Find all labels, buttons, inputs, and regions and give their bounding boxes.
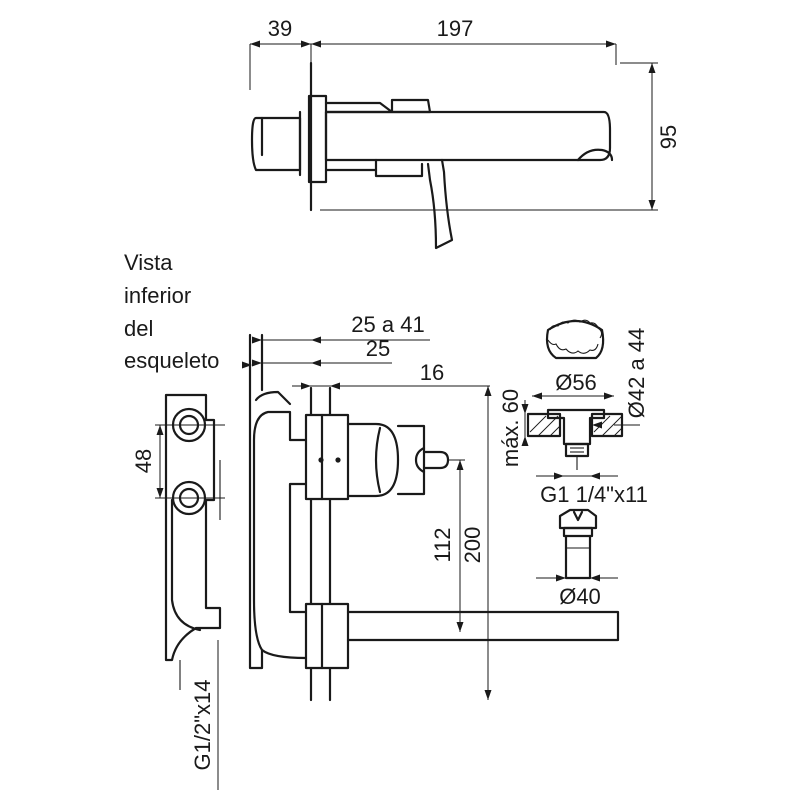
dim-label-25: 25 — [366, 336, 390, 361]
drain-flange — [546, 408, 606, 446]
arrow-head — [556, 574, 566, 582]
dim-label-dia42-44: Ø42 a 44 — [624, 328, 649, 419]
arrow-head — [606, 40, 616, 48]
lever-curve — [374, 426, 382, 494]
dim-label-197: 197 — [437, 16, 474, 41]
lever-tip-side — [422, 450, 450, 470]
drain-detail: Ø56 Ø42 a 44 máx. 60 G1 1/4"x11 — [498, 319, 649, 609]
drain-cap — [545, 319, 605, 360]
dim-label-48: 48 — [131, 449, 156, 473]
lever-body-top — [374, 158, 424, 178]
note-line: inferior — [124, 283, 191, 308]
spout-side — [346, 610, 620, 642]
side-section-view: 25 a 41 25 16 112 200 — [248, 312, 620, 702]
dim-label-112: 112 — [430, 527, 455, 562]
arrow-head — [521, 404, 529, 414]
arrow-head — [604, 392, 614, 400]
arrow-head — [242, 361, 252, 369]
lever-handle-top — [426, 158, 454, 250]
arrow-head — [456, 460, 464, 470]
arrow-head — [484, 386, 492, 396]
valve-ring — [562, 526, 594, 538]
skeleton-bottom-view: 48 G1/2"x14 — [131, 393, 225, 790]
arrow-head — [456, 622, 464, 632]
dim-label-95: 95 — [656, 125, 681, 149]
dim-label-16: 16 — [420, 360, 444, 385]
arrow-head — [554, 472, 564, 480]
view-note: Vista inferior del esqueleto — [124, 250, 219, 373]
arrow-head — [592, 421, 602, 429]
lever-body-side — [346, 422, 400, 498]
arrow-head — [311, 40, 321, 48]
drain-cap-texture — [549, 319, 603, 339]
lever-tip-detail — [414, 446, 426, 474]
wall-box-inner — [288, 482, 308, 614]
arrow-head — [252, 336, 262, 344]
wall-box-bottom — [260, 648, 308, 660]
wall-box-top-detail — [254, 390, 292, 406]
arrow-head — [521, 436, 529, 446]
dim-label-39: 39 — [268, 16, 292, 41]
arrow-head — [330, 382, 340, 390]
note-line: del — [124, 316, 153, 341]
arrow-head — [484, 690, 492, 700]
screw-dot — [318, 457, 324, 463]
arrow-head — [648, 200, 656, 210]
valve-body — [564, 534, 592, 580]
skeleton-frame — [164, 393, 222, 662]
screw-dot — [335, 457, 341, 463]
arrow-head — [590, 574, 600, 582]
arrow-head — [301, 40, 311, 48]
arrow-head — [252, 359, 262, 367]
lever-base-top — [324, 98, 432, 114]
spout-flange-side — [304, 602, 350, 670]
dim-label-thread-half: G1/2"x14 — [190, 680, 215, 771]
arrow-head — [590, 472, 600, 480]
arrow-head — [311, 359, 321, 367]
valve-top-detail — [572, 510, 584, 522]
basin-section-left — [526, 412, 562, 438]
aerator-top — [576, 148, 614, 162]
drain-body — [564, 442, 590, 458]
arrow-head — [156, 425, 164, 435]
note-line: esqueleto — [124, 348, 219, 373]
dim-label-thread-1-1-4: G1 1/4"x11 — [540, 482, 648, 507]
wall-box-side — [248, 333, 308, 670]
note-line: Vista — [124, 250, 173, 275]
basin-hatch — [529, 415, 623, 437]
arrow-head — [156, 488, 164, 498]
arrow-head — [250, 40, 260, 48]
top-view: 39 197 95 — [249, 16, 681, 250]
skeleton-detail — [170, 498, 202, 632]
lever-neck-side — [396, 424, 426, 496]
arrow-head — [301, 382, 311, 390]
dim-label-dia56: Ø56 — [555, 370, 597, 395]
valve-top — [558, 508, 598, 530]
cartridge-flange — [304, 413, 350, 501]
spout-top — [324, 110, 612, 162]
dim-label-25-41: 25 a 41 — [351, 312, 424, 337]
arrow-head — [532, 392, 542, 400]
dim-label-dia40: Ø40 — [559, 584, 601, 609]
dim-label-max60: máx. 60 — [498, 389, 523, 467]
dim-label-200: 200 — [460, 527, 485, 564]
wall-box-top — [250, 116, 302, 172]
drain-cap-texture — [547, 339, 599, 354]
arrow-head — [648, 63, 656, 73]
arrow-head — [311, 336, 321, 344]
